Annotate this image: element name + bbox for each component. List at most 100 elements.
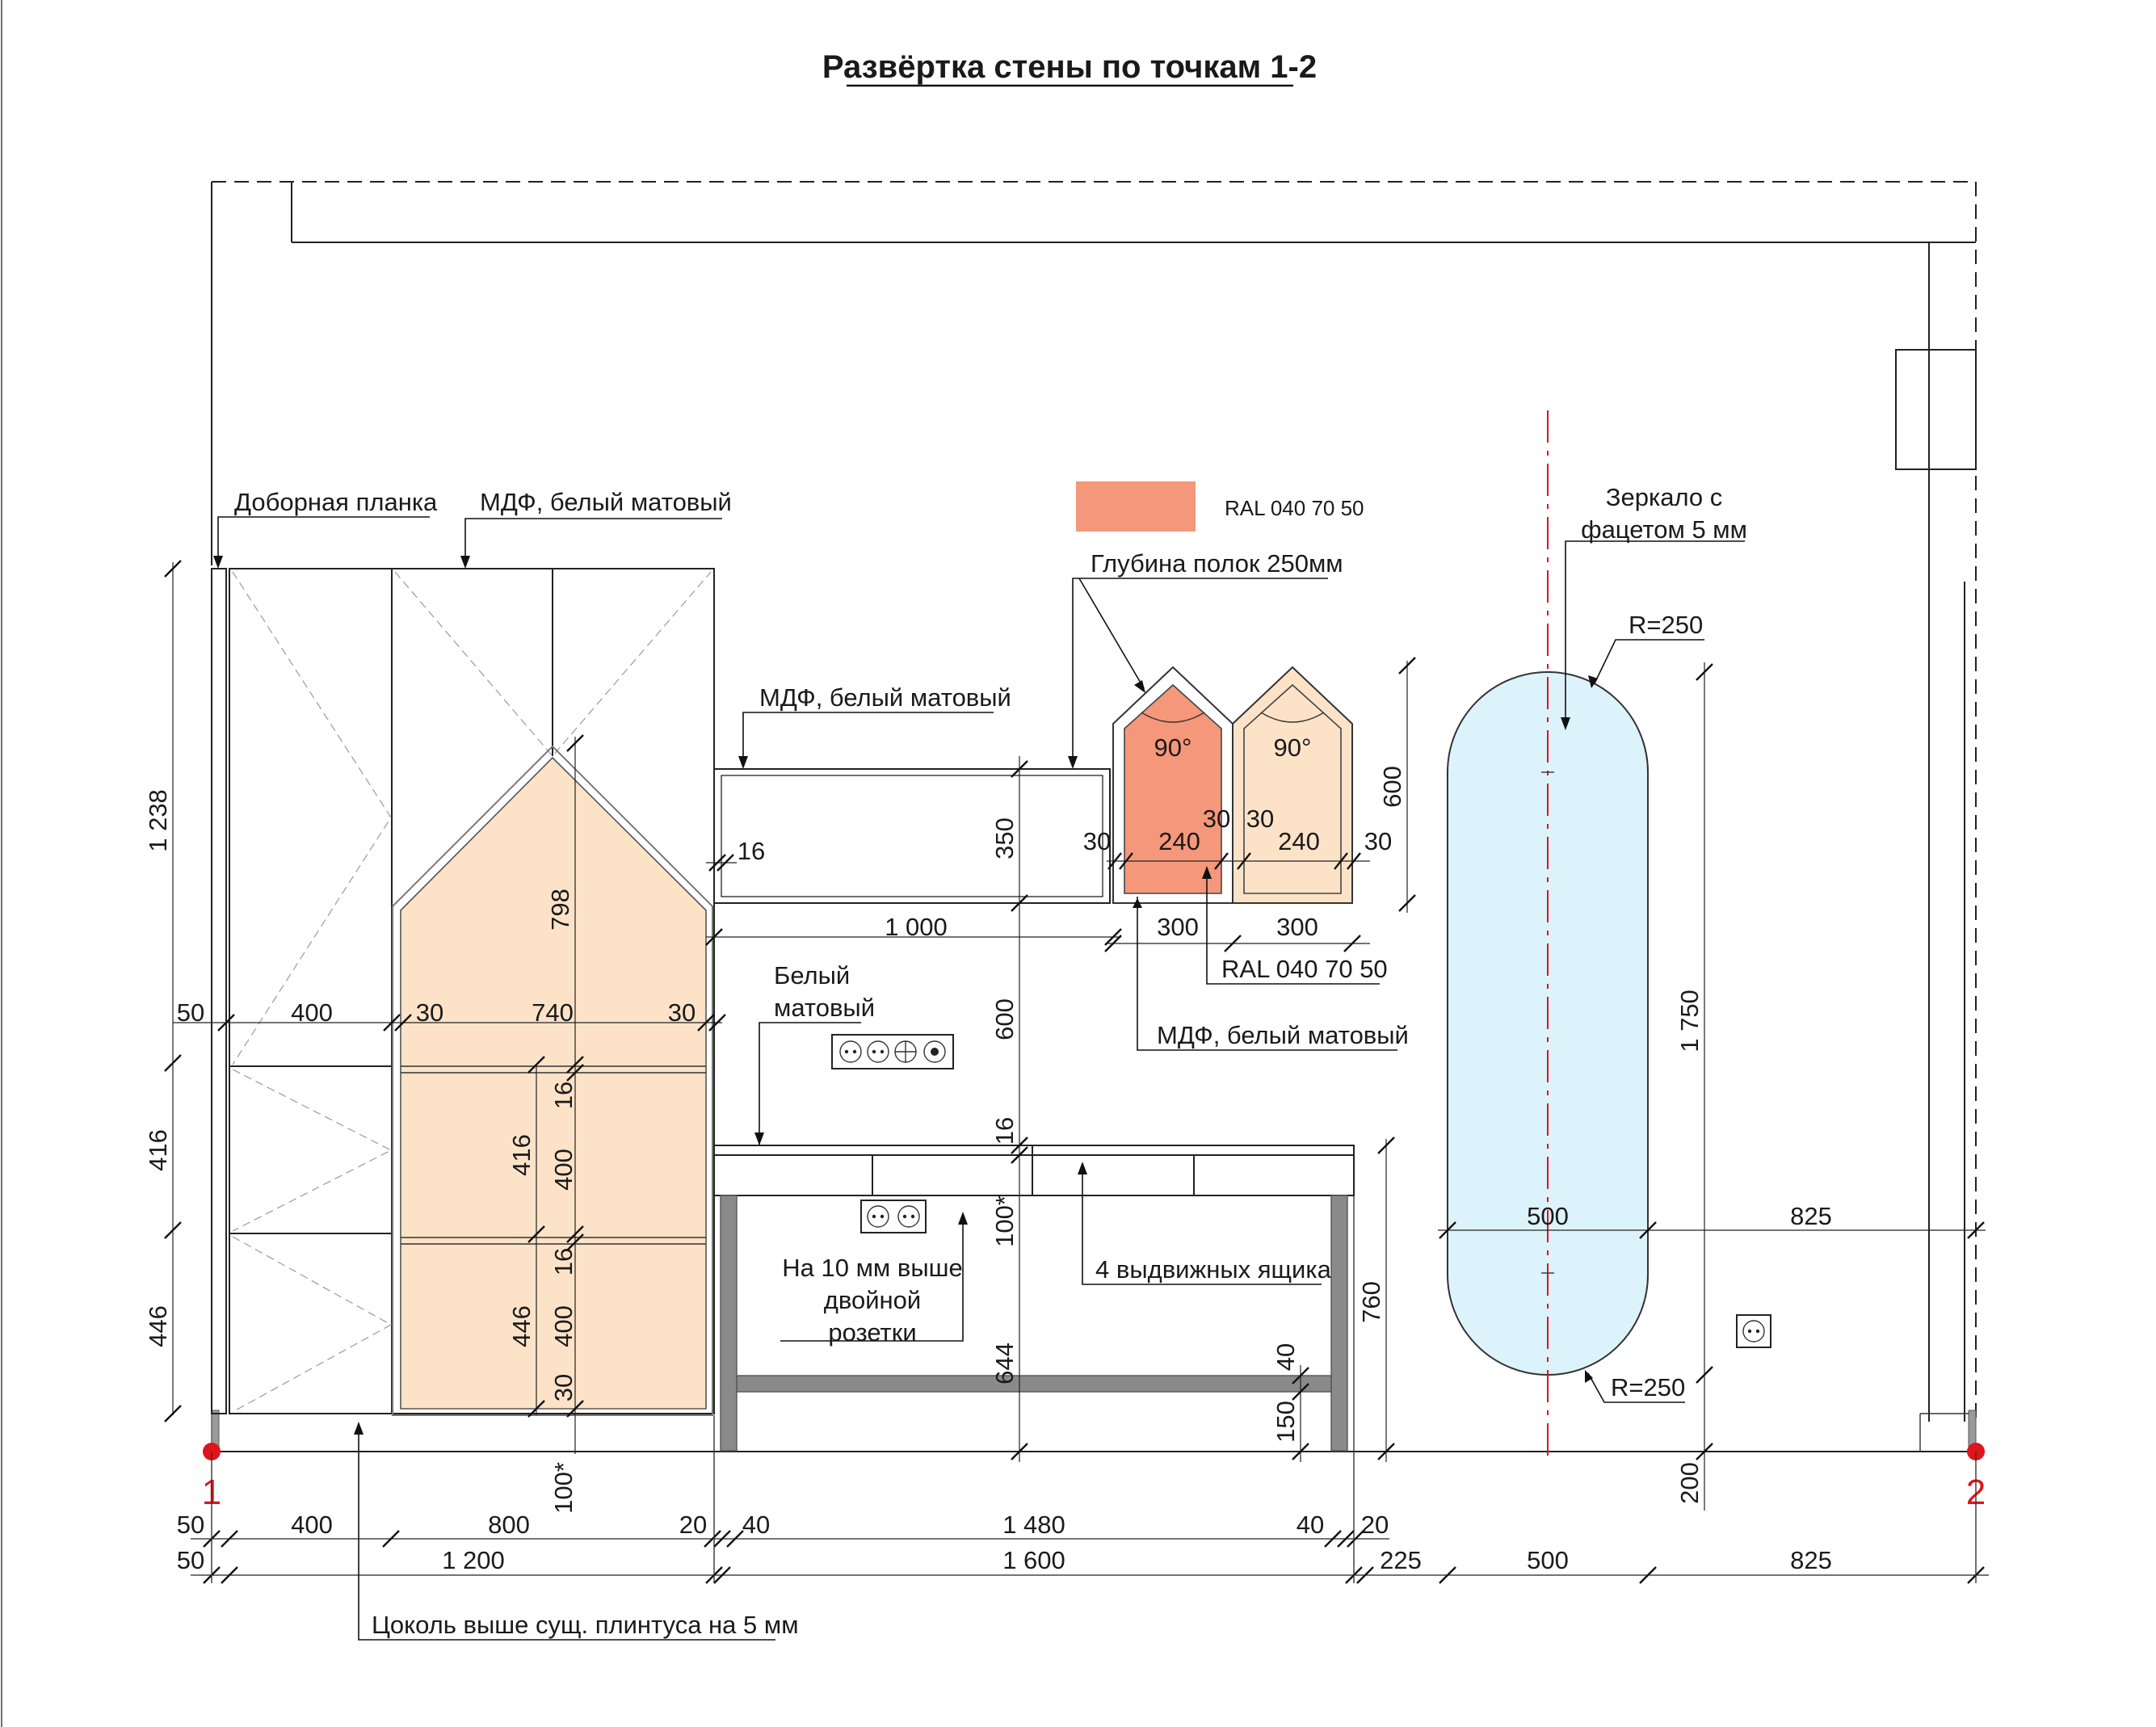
small-house-shelves: 90° 90° xyxy=(1112,666,1353,904)
dim-text: 400 xyxy=(291,998,333,1027)
socket-icon xyxy=(1742,1320,1765,1343)
label-white-2: матовый xyxy=(774,994,875,1022)
label-radius-top: R=250 xyxy=(1629,611,1703,639)
dim-text: 446 xyxy=(144,1305,172,1347)
dim-text: 240 xyxy=(1278,827,1320,855)
socket-icon xyxy=(839,1040,862,1063)
dim-text: 1 750 xyxy=(1675,990,1704,1053)
socket-icon xyxy=(894,1040,917,1063)
angle-label: 90° xyxy=(1154,733,1192,762)
dim-text: 16 xyxy=(990,1117,1019,1145)
label-ral-lower: RAL 040 70 50 xyxy=(1221,955,1388,983)
desk-leg xyxy=(1330,1195,1348,1452)
desk-top-drawers xyxy=(713,1145,1355,1196)
dim-text: 446 xyxy=(507,1305,536,1347)
salmon-shelf xyxy=(1124,683,1222,894)
dim-text: 20 xyxy=(1361,1511,1389,1539)
label-radius-bottom: R=250 xyxy=(1611,1373,1685,1401)
desk-leg xyxy=(720,1195,738,1452)
leader-lines xyxy=(217,516,1745,1641)
dim-text: 400 xyxy=(549,1149,578,1191)
outlet-double xyxy=(860,1200,927,1233)
dim-text: 400 xyxy=(549,1305,578,1347)
dim-text: 600 xyxy=(990,998,1019,1040)
angle-label: 90° xyxy=(1274,733,1312,762)
label-socket-1: На 10 мм выше xyxy=(782,1254,962,1282)
dim-text: 825 xyxy=(1790,1546,1832,1574)
label-shelf-depth: Глубина полок 250мм xyxy=(1091,549,1343,578)
dim-text: 30 xyxy=(549,1374,578,1401)
label-mdf-lower: МДФ, белый матовый xyxy=(1157,1021,1409,1049)
ral-color-swatch xyxy=(1076,481,1196,532)
dim-text: 416 xyxy=(144,1129,172,1171)
outlet-quad xyxy=(831,1034,954,1069)
dim-text: 798 xyxy=(546,889,574,931)
dim-text: 400 xyxy=(291,1511,333,1539)
socket-icon xyxy=(923,1040,946,1063)
filler-strip xyxy=(211,568,227,1414)
dim-text: 416 xyxy=(507,1134,536,1176)
label-mdf-top: МДФ, белый матовый xyxy=(480,488,732,516)
wall-box xyxy=(1895,349,1977,470)
dim-text: 500 xyxy=(1527,1546,1569,1574)
label-drawers: 4 выдвижных ящика xyxy=(1095,1255,1332,1284)
dim-text: 1 238 xyxy=(144,789,172,852)
house-niche xyxy=(392,745,713,1416)
dim-text: 30 xyxy=(1246,805,1274,833)
upper-shelf-box xyxy=(713,768,1111,904)
desk-crossbar xyxy=(736,1375,1332,1393)
left-wardrobe xyxy=(211,568,715,1414)
ral-swatch-label: RAL 040 70 50 xyxy=(1225,496,1364,520)
socket-icon xyxy=(897,1205,920,1228)
dim-text: 1 480 xyxy=(1002,1511,1065,1539)
dim-text: 1 600 xyxy=(1002,1546,1065,1574)
socket-icon xyxy=(867,1040,889,1063)
dim-text: 100* xyxy=(990,1195,1019,1247)
dimension-lines xyxy=(164,560,1989,1584)
wardrobe-body xyxy=(229,568,715,1414)
label-mdf-shelf: МДФ, белый матовый xyxy=(759,683,1011,712)
label-mirror-1: Зеркало с xyxy=(1606,483,1722,511)
dim-text: 30 xyxy=(1364,827,1392,855)
dim-text: 740 xyxy=(532,998,574,1027)
label-dobornaya: Доборная планка xyxy=(234,488,438,516)
arrowheads xyxy=(213,556,1598,1435)
label-mirror-2: фацетом 5 мм xyxy=(1581,515,1747,544)
label-socket-2: двойной xyxy=(824,1286,921,1314)
outlet-single xyxy=(1736,1314,1771,1348)
dim-text: 225 xyxy=(1380,1546,1422,1574)
dim-text: 644 xyxy=(990,1343,1019,1385)
peach-shelf xyxy=(1243,683,1342,894)
dim-text: 600 xyxy=(1378,766,1406,808)
dim-text: 50 xyxy=(177,1546,204,1574)
dim-text: 825 xyxy=(1790,1202,1832,1230)
label-white-1: Белый xyxy=(774,961,850,990)
dim-text: 300 xyxy=(1157,913,1199,941)
dim-text: 100* xyxy=(549,1462,578,1514)
dim-text: 30 xyxy=(668,998,696,1027)
dim-text: 40 xyxy=(1297,1511,1324,1539)
dim-text: 150 xyxy=(1271,1401,1300,1443)
dim-text: 1 000 xyxy=(885,913,948,941)
dim-text: 20 xyxy=(679,1511,707,1539)
desk xyxy=(713,1145,1355,1452)
dim-text: 30 xyxy=(416,998,443,1027)
dim-text: 50 xyxy=(177,998,204,1027)
label-socket-3: розетки xyxy=(828,1318,916,1347)
dim-text: 200 xyxy=(1675,1462,1704,1504)
label-plinth: Цоколь выше сущ. плинтуса на 5 мм xyxy=(372,1611,799,1639)
dim-text: 50 xyxy=(177,1511,204,1539)
dim-text: 800 xyxy=(488,1511,530,1539)
dim-text: 40 xyxy=(742,1511,770,1539)
dim-text: 1 200 xyxy=(442,1546,505,1574)
room-outline xyxy=(211,181,1977,1453)
dim-text: 30 xyxy=(1203,805,1230,833)
dim-text: 16 xyxy=(738,837,765,865)
dim-text: 16 xyxy=(549,1248,578,1275)
socket-icon xyxy=(867,1205,889,1228)
dim-text: 760 xyxy=(1357,1281,1385,1323)
dim-text: 500 xyxy=(1527,1202,1569,1230)
dim-text: 300 xyxy=(1276,913,1318,941)
dim-text: 240 xyxy=(1158,827,1200,855)
